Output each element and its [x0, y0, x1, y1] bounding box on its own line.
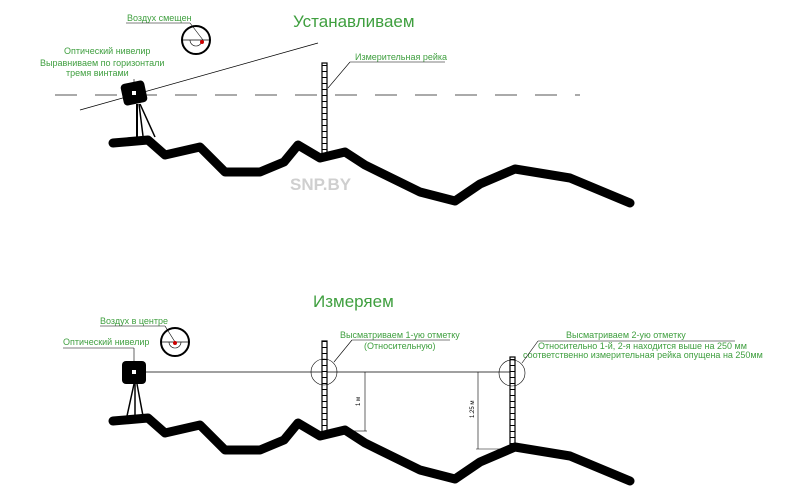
watermark: SNP.BY — [290, 175, 352, 194]
tilted-sight-line — [79, 42, 319, 111]
mark1-label-2: (Относительную) — [364, 341, 436, 351]
bubble-icon — [200, 40, 204, 44]
staff-2: Высматриваем 2-ую отметку Относительно 1… — [498, 330, 763, 449]
bottom-level-instrument — [122, 361, 146, 417]
bubble-icon — [173, 341, 177, 345]
top-level-label-3: тремя винтами — [66, 68, 129, 78]
top-bubble-indicator: Воздух смещен — [126, 13, 211, 55]
top-staff-label: Измерительная рейка — [355, 52, 447, 62]
dim1-label: 1 м — [356, 397, 362, 406]
top-level-instrument — [120, 80, 156, 138]
bottom-ground-profile — [108, 413, 635, 486]
top-level-label-1: Оптический нивелир — [64, 46, 150, 56]
top-ground-profile — [108, 135, 635, 208]
bottom-bubble-indicator: Воздух в центре — [100, 316, 190, 357]
mark2-label-1: Высматриваем 2-ую отметку — [566, 330, 686, 340]
top-title: Устанавливаем — [293, 12, 415, 31]
top-bubble-label: Воздух смещен — [127, 13, 192, 23]
dim2-label: 1.25 м — [470, 401, 476, 418]
top-staff: Измерительная рейка — [321, 52, 447, 156]
mark1-label-1: Высматриваем 1-ую отметку — [340, 330, 460, 340]
mark2-label-2: Относительно 1-й, 2-я находится выше на … — [538, 341, 747, 351]
bottom-level-label: Оптический нивелир — [63, 337, 149, 347]
mark2-label-3: соответственно измерительная рейка опуще… — [523, 350, 763, 360]
bottom-bubble-label: Воздух в центре — [100, 316, 168, 326]
staff-1: Высматриваем 1-ую отметку (Относительную… — [310, 330, 460, 434]
dimension-1: 1 м — [353, 372, 367, 432]
top-level-label-2: Выравниваем по горизонтали — [40, 58, 164, 68]
bottom-title: Измеряем — [313, 292, 394, 311]
